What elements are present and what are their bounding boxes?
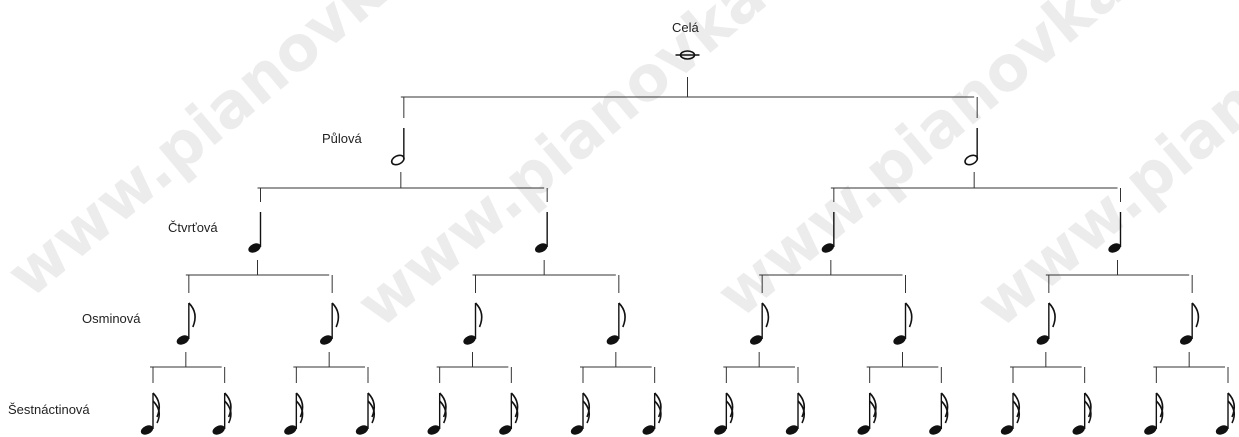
eighth-note-head-icon: [1036, 335, 1049, 345]
sixteenth-note-head-icon: [1000, 425, 1014, 435]
sixteenth-note-flag-icon: [654, 392, 662, 418]
eighth-note-head-icon: [750, 335, 763, 345]
watermark: www.pianovka.cz www.pianovka.cz www.pian…: [0, 0, 1239, 341]
eighth-note-flag-icon: [474, 302, 483, 328]
sixteenth-note-flag-icon: [1155, 400, 1164, 424]
sixteenth-note-flag-icon: [1227, 400, 1236, 424]
sixteenth-note-flag-icon: [797, 400, 806, 424]
quarter-note-head-icon: [535, 243, 548, 253]
sixteenth-note-flag-icon: [1012, 400, 1021, 424]
sixteenth-note-flag-icon: [439, 400, 447, 424]
sixteenth-note-head-icon: [140, 425, 154, 435]
sixteenth-note-head-icon: [929, 425, 942, 435]
sixteenth-note-head-icon: [857, 425, 870, 435]
sixteenth-note-flag-icon: [295, 400, 304, 424]
eighth-note-flag-icon: [761, 302, 770, 328]
sixteenth-note-head-icon: [284, 425, 297, 435]
sixteenth-note-flag-icon: [1155, 392, 1164, 418]
eighth-note-head-icon: [320, 335, 333, 345]
sixteenth-note-flag-icon: [582, 392, 591, 418]
sixteenth-note-head-icon: [355, 425, 369, 435]
level-label-sixteenth: Šestnáctinová: [8, 402, 90, 417]
sixteenth-note-flag-icon: [510, 400, 519, 424]
level-label-half: Půlová: [322, 131, 363, 146]
sixteenth-note-flag-icon: [1012, 392, 1021, 418]
level-label-eighth: Osminová: [82, 311, 141, 326]
sixteenth-note-flag-icon: [654, 400, 662, 424]
eighth-note-head-icon: [463, 335, 476, 345]
eighth-note-head-icon: [893, 335, 906, 345]
sixteenth-note-head-icon: [714, 425, 727, 435]
sixteenth-note-flag-icon: [869, 400, 877, 424]
sixteenth-note-head-icon: [499, 425, 512, 435]
sixteenth-note-flag-icon: [1084, 400, 1092, 424]
sixteenth-note-flag-icon: [510, 392, 519, 418]
eighth-note-flag-icon: [331, 302, 340, 328]
sixteenth-note-head-icon: [1072, 425, 1085, 435]
level-label-quarter: Čtvrťová: [168, 220, 218, 235]
quarter-note-head-icon: [821, 243, 834, 253]
sixteenth-note-flag-icon: [582, 400, 591, 424]
sixteenth-note-head-icon: [1144, 425, 1157, 435]
eighth-note-flag-icon: [188, 302, 196, 328]
eighth-note-head-icon: [1180, 335, 1193, 345]
eighth-note-head-icon: [176, 335, 189, 345]
eighth-note-flag-icon: [618, 302, 626, 328]
sixteenth-note-flag-icon: [367, 400, 376, 424]
sixteenth-note-flag-icon: [295, 392, 304, 418]
sixteenth-note-flag-icon: [1227, 392, 1236, 418]
sixteenth-note-flag-icon: [725, 400, 734, 424]
sixteenth-note-flag-icon: [439, 392, 447, 418]
sixteenth-note-flag-icon: [869, 392, 877, 418]
sixteenth-note-flag-icon: [725, 392, 734, 418]
sixteenth-note-head-icon: [642, 425, 655, 435]
sixteenth-note-flag-icon: [152, 392, 161, 418]
sixteenth-note-head-icon: [1215, 425, 1229, 435]
level-label-whole: Celá: [672, 20, 700, 35]
sixteenth-note-flag-icon: [367, 392, 376, 418]
sixteenth-note-flag-icon: [797, 392, 806, 418]
note-tree: [140, 50, 1236, 435]
eighth-note-head-icon: [606, 335, 619, 345]
eighth-note-flag-icon: [1048, 302, 1056, 328]
quarter-note-head-icon: [248, 243, 261, 253]
sixteenth-note-flag-icon: [224, 392, 232, 418]
quarter-note-head-icon: [1108, 243, 1121, 253]
eighth-note-flag-icon: [1191, 302, 1200, 328]
sixteenth-note-head-icon: [785, 425, 799, 435]
sixteenth-note-flag-icon: [940, 392, 949, 418]
sixteenth-note-flag-icon: [152, 400, 161, 424]
sixteenth-note-flag-icon: [940, 400, 949, 424]
eighth-note-flag-icon: [904, 302, 913, 328]
sixteenth-note-head-icon: [212, 425, 225, 435]
sixteenth-note-head-icon: [570, 425, 584, 435]
sixteenth-note-flag-icon: [224, 400, 232, 424]
sixteenth-note-flag-icon: [1084, 392, 1092, 418]
sixteenth-note-head-icon: [427, 425, 440, 435]
